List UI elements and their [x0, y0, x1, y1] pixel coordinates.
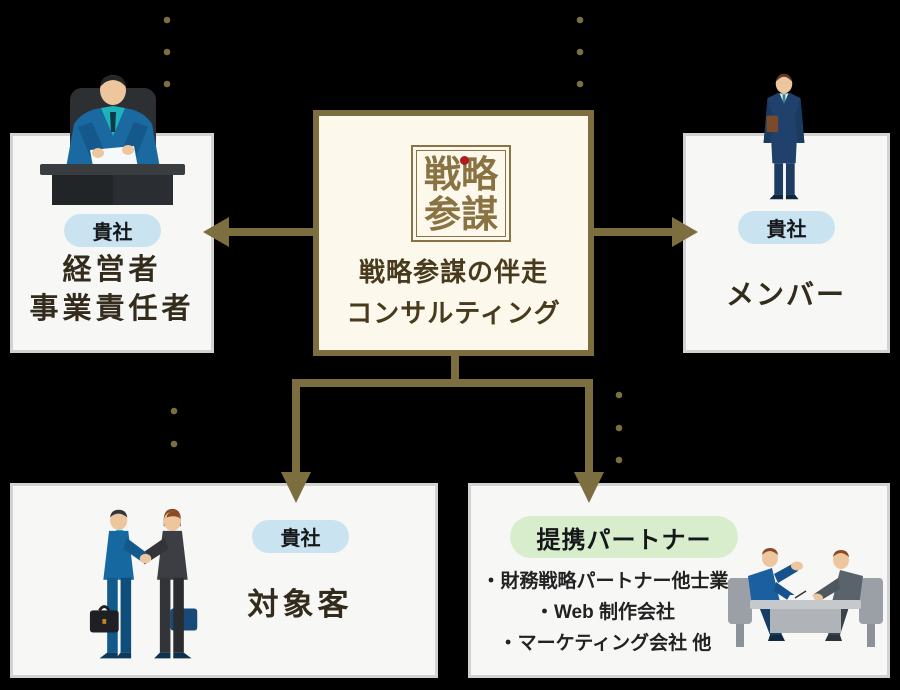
- badge-partners: 提携パートナー: [510, 516, 738, 558]
- logo-row2: 参謀: [424, 191, 498, 236]
- badge-kisha-customers: 貴社: [252, 520, 349, 553]
- branch-stub: [451, 352, 459, 384]
- partner-item-finance: ・財務戦略パートナー他士業: [481, 571, 729, 592]
- label-executives-line2: 事業責任者: [29, 293, 195, 325]
- dotted-column-mid-right: [615, 391, 623, 464]
- handshake-illustration-icon: [89, 508, 198, 659]
- dotted-column-mid-left: [170, 407, 178, 448]
- partner-item-marketing: ・マーケティング会社 他: [498, 633, 712, 654]
- badge-kisha-members: 貴社: [738, 211, 835, 244]
- center-title-line2: コンサルティング: [346, 299, 561, 329]
- senryaku-sanbo-logo-icon: 戦略 参謀: [411, 145, 511, 242]
- logo-red-dot-icon: [460, 156, 469, 165]
- partner-list: ・財務戦略パートナー他士業 ・Web 制作会社 ・マーケティング会社 他: [459, 566, 751, 659]
- center-title-line1: 戦略参謀の伴走: [358, 258, 548, 288]
- executive-at-desk-illustration-icon: [40, 75, 185, 205]
- branch-drop-left: [292, 379, 300, 474]
- meeting-illustration-icon: [728, 548, 883, 647]
- dotted-column-top-right: [576, 16, 584, 88]
- label-target-customers: 対象客: [247, 587, 353, 622]
- member-businessman-illustration-icon: [763, 73, 805, 200]
- partner-item-web: ・Web 制作会社: [534, 602, 676, 623]
- branch-horizontal: [292, 379, 593, 387]
- badge-kisha-executives: 貴社: [64, 214, 161, 247]
- center-card: 戦略 参謀 戦略参謀の伴走 コンサルティング: [313, 110, 594, 356]
- label-executives-line1: 経営者: [62, 254, 162, 286]
- arrow-right-shaft: [590, 228, 674, 236]
- box-partners: [468, 483, 890, 678]
- label-members: メンバー: [725, 279, 846, 310]
- branch-drop-right: [585, 379, 593, 474]
- box-target-customers: [10, 483, 438, 678]
- arrow-left-shaft: [226, 228, 318, 236]
